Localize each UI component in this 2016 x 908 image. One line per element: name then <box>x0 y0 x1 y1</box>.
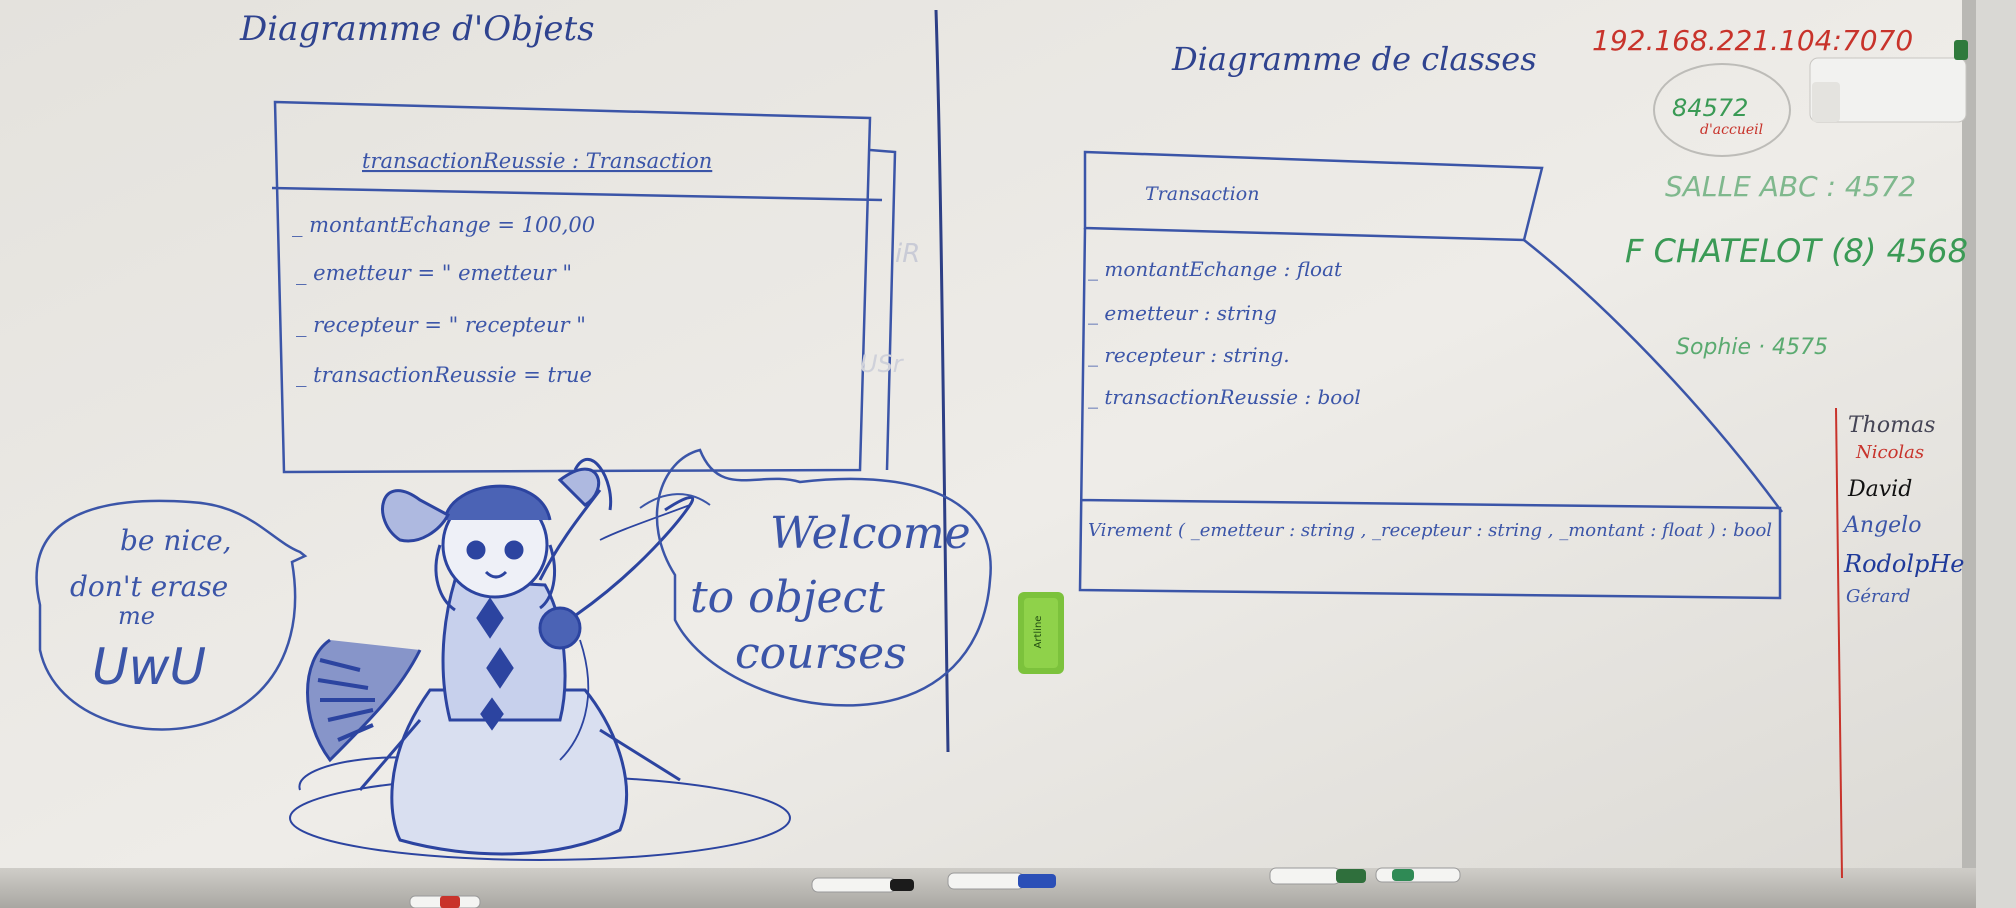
bubble-right-line3: courses <box>735 628 907 679</box>
bubble-left-line1: be nice, <box>120 524 232 557</box>
name-gerard: Gérard <box>1846 586 1911 607</box>
svg-text:iR: iR <box>895 239 920 269</box>
object-attr-emetteur: _ emetteur = " emetteur " <box>296 261 572 285</box>
ip-address: 192.168.221.104:7070 <box>1592 24 1913 57</box>
extension-circle <box>1653 63 1791 157</box>
name-thomas: Thomas <box>1848 413 1935 438</box>
eraser-brand-label: Artline <box>1033 616 1044 649</box>
class-diagram-title: Diagramme de classes <box>1171 40 1537 78</box>
marker-teal[interactable] <box>1375 867 1461 883</box>
object-box <box>271 100 897 474</box>
name-angelo: Angelo <box>1842 513 1921 538</box>
bubble-right-line2: to object <box>690 572 885 623</box>
bubble-left-line2: don't erase <box>70 570 228 603</box>
name-david: David <box>1847 477 1912 502</box>
marker-blue-1[interactable] <box>811 877 914 893</box>
class-attr-transaction: _ transactionReussie : bool <box>1088 385 1361 409</box>
board-frame-right <box>1962 0 1976 870</box>
extension-note: d'accueil <box>1700 122 1763 138</box>
extension-number: 84572 <box>1672 94 1748 122</box>
class-attr-recepteur: _ recepteur : string. <box>1088 343 1290 367</box>
class-method-virement: Virement ( _emetteur : string , _recepte… <box>1088 520 1772 541</box>
speech-bubble-left <box>35 499 308 731</box>
anime-character-drawing <box>289 457 791 861</box>
board-surface <box>0 0 1965 880</box>
class-attr-montant: _ montantEchange : float <box>1088 257 1343 281</box>
marker-green[interactable] <box>1269 867 1366 885</box>
bubble-right-line1: Welcome <box>770 508 971 559</box>
marker-blue-2[interactable] <box>947 872 1056 890</box>
divider-line <box>934 9 950 753</box>
bubble-left-line3: me <box>118 602 155 630</box>
class-box <box>1078 150 1784 600</box>
whiteboard-eraser[interactable]: Artline <box>1018 592 1064 674</box>
object-box-header: transactionReussie : Transaction <box>362 149 712 173</box>
wall-device <box>1809 57 1967 123</box>
marker-red[interactable] <box>409 895 481 908</box>
object-attr-montant: _ montantEchange = 100,00 <box>292 213 595 237</box>
name-rodolphe: RodolpHe <box>1843 550 1965 578</box>
class-attr-emetteur: _ emetteur : string <box>1088 301 1277 325</box>
sophie-note: Sophie · 4575 <box>1676 335 1828 360</box>
salle-note: SALLE ABC : 4572 <box>1665 170 1916 203</box>
object-diagram-title: Diagramme d'Objets <box>239 9 595 49</box>
class-box-header: Transaction <box>1145 183 1259 205</box>
object-attr-transaction: _ transactionReussie = true <box>296 363 592 387</box>
name-list-rule <box>1835 407 1843 879</box>
chatelot-note: F CHATELOT (8) 4568 <box>1625 232 1968 270</box>
speech-bubble-right <box>655 448 992 707</box>
svg-text:USr: USr <box>860 350 905 378</box>
name-nicolas: Nicolas <box>1855 442 1924 463</box>
bubble-left-line4: UwU <box>92 638 206 696</box>
object-attr-recepteur: _ recepteur = " recepteur " <box>296 313 586 337</box>
